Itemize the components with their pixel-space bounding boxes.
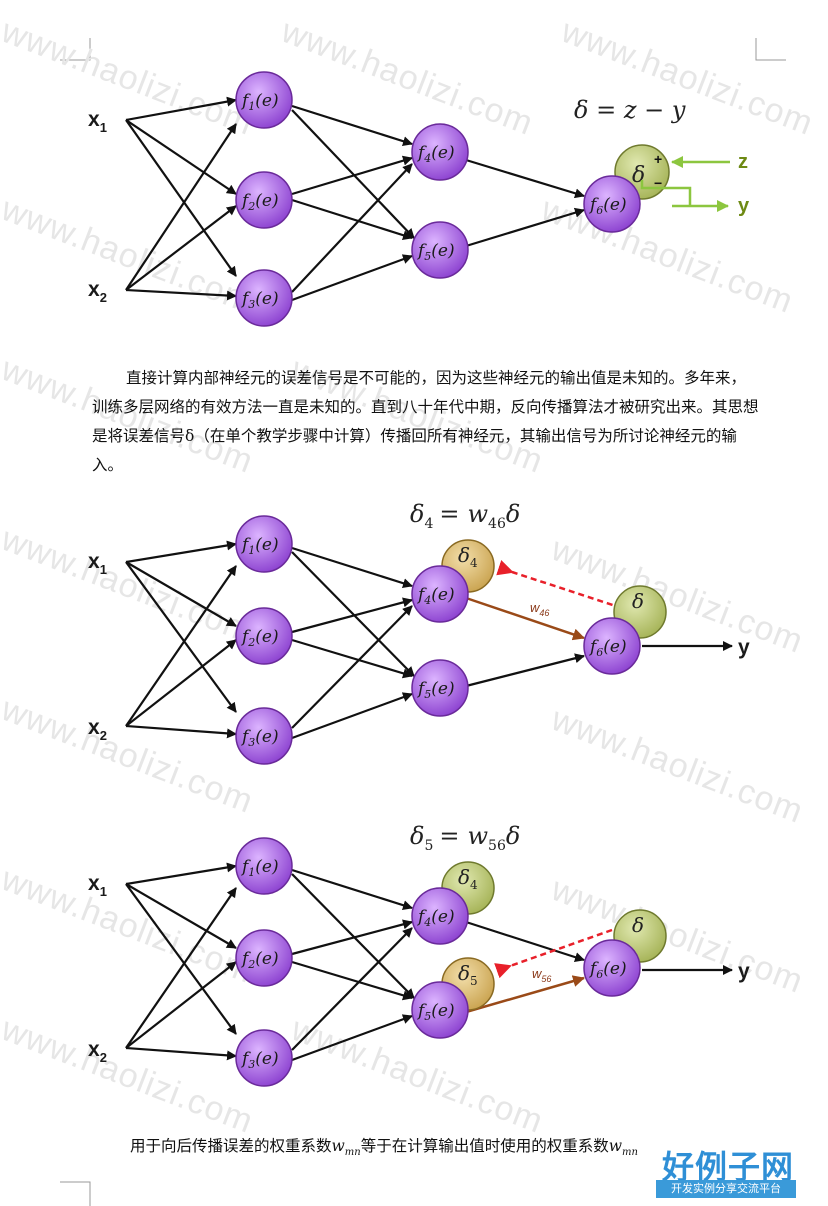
svg-text:f1(e): f1(e) bbox=[240, 857, 279, 879]
svg-text:δ: δ bbox=[632, 913, 644, 937]
weight-label-w46: w46 bbox=[530, 600, 549, 618]
svg-text:x2: x2 bbox=[88, 716, 107, 743]
hidden-connections bbox=[291, 868, 415, 1062]
input-x1: x1 bbox=[88, 872, 107, 899]
svg-text:δ5: δ5 bbox=[458, 961, 478, 988]
input-x2: x2 bbox=[88, 278, 107, 305]
svg-text:f3(e): f3(e) bbox=[240, 727, 279, 749]
neuron-f3: f3(e) bbox=[235, 269, 293, 327]
body-paragraph: 直接计算内部神经元的误差信号是不可能的，因为这些神经元的输出值是未知的。多年来，… bbox=[92, 369, 759, 474]
target-arrows bbox=[640, 156, 730, 212]
neuron-f4: f4(e) bbox=[411, 123, 469, 181]
error-formula: δ = z − y bbox=[574, 96, 686, 124]
error-backprop-arrow bbox=[496, 560, 623, 610]
logo-tagline: 开发实例分享交流平台 bbox=[656, 1180, 796, 1198]
output-y-label: y bbox=[738, 960, 750, 983]
svg-text:f6(e): f6(e) bbox=[588, 637, 627, 659]
input-connections bbox=[125, 862, 237, 1061]
svg-text:f1(e): f1(e) bbox=[240, 535, 279, 557]
error-backprop-arrow bbox=[494, 928, 613, 979]
neuron-f4: f4(e) bbox=[411, 887, 469, 945]
svg-text:f2(e): f2(e) bbox=[240, 949, 279, 971]
input-connections bbox=[125, 540, 237, 739]
hidden-connections bbox=[291, 546, 415, 740]
svg-text:f6(e): f6(e) bbox=[588, 195, 627, 217]
svg-text:δ4: δ4 bbox=[458, 865, 478, 892]
weight-arrow-w56 bbox=[465, 975, 585, 1014]
crop-mark-top-left bbox=[60, 38, 91, 61]
input-x1: x1 bbox=[88, 108, 107, 135]
crop-mark-bottom-left bbox=[60, 1181, 91, 1206]
svg-text:f2(e): f2(e) bbox=[240, 627, 279, 649]
neuron-f1: f1(e) bbox=[235, 515, 293, 573]
weight-arrow-w46 bbox=[465, 596, 585, 641]
neuron-f2: f2(e) bbox=[235, 607, 293, 665]
svg-text:x2: x2 bbox=[88, 1038, 107, 1065]
weight-label-w56: w56 bbox=[532, 966, 551, 984]
svg-text:f1(e): f1(e) bbox=[240, 91, 279, 113]
neurons: f1(e) f2(e) f3(e) f4(e) f5(e) f6(e) bbox=[235, 71, 641, 327]
svg-text:f4(e): f4(e) bbox=[416, 143, 455, 165]
svg-text:f3(e): f3(e) bbox=[240, 289, 279, 311]
network-diagram-3: w56 y δ5=w56δ x1 x2 δ4 δ5 δ f1(e) f2(e) f3(e)… bbox=[88, 822, 750, 1087]
input-x1: x1 bbox=[88, 550, 107, 577]
svg-text:f5(e): f5(e) bbox=[416, 679, 455, 701]
svg-text:f3(e): f3(e) bbox=[240, 1049, 279, 1071]
svg-text:δ4: δ4 bbox=[458, 543, 478, 570]
minus-sign: − bbox=[654, 175, 662, 191]
crop-mark-top-right bbox=[755, 38, 786, 61]
output-y-label: y bbox=[738, 195, 750, 217]
neurons: δ4 δ f1(e) f2(e) f3(e) f4(e) f5(e) f6(e) bbox=[235, 515, 667, 765]
neuron-f2: f2(e) bbox=[235, 171, 293, 229]
logo-text: 好例子网 bbox=[661, 1148, 794, 1186]
network-diagram-1: δ + − z y δ = z − y x1 x2 f1(e) f2(e) f3(e… bbox=[88, 71, 750, 327]
caption-text: 用于向后传播误差的权重系数wmn等于在计算输出值时使用的权重系数wmn bbox=[130, 1137, 638, 1159]
neuron-f5: f5(e) bbox=[411, 659, 469, 717]
svg-text:x1: x1 bbox=[88, 108, 107, 135]
neuron-f1: f1(e) bbox=[235, 71, 293, 129]
svg-text:x1: x1 bbox=[88, 550, 107, 577]
output-y-label: y bbox=[738, 636, 750, 659]
neuron-f6: f6(e) bbox=[583, 175, 641, 233]
delta5-formula: δ5=w56δ bbox=[410, 822, 520, 854]
site-logo: 好例子网 开发实例分享交流平台 bbox=[656, 1142, 796, 1198]
neuron-f2: f2(e) bbox=[235, 929, 293, 987]
error-symbol: δ bbox=[632, 163, 645, 188]
svg-text:x2: x2 bbox=[88, 278, 107, 305]
neurons: δ4 δ5 δ f1(e) f2(e) f3(e) f4(e) f5(e) f6(e) bbox=[235, 837, 667, 1087]
hidden-connections bbox=[291, 104, 415, 302]
svg-text:f2(e): f2(e) bbox=[240, 191, 279, 213]
neuron-f6: f6(e) bbox=[583, 617, 641, 675]
neuron-f5: f5(e) bbox=[411, 221, 469, 279]
output-connections bbox=[465, 158, 585, 248]
neuron-f1: f1(e) bbox=[235, 837, 293, 895]
svg-text:f5(e): f5(e) bbox=[416, 241, 455, 263]
svg-text:f6(e): f6(e) bbox=[588, 959, 627, 981]
svg-text:f5(e): f5(e) bbox=[416, 1001, 455, 1023]
neuron-f5: f5(e) bbox=[411, 981, 469, 1039]
neuron-f3: f3(e) bbox=[235, 1029, 293, 1087]
delta4-formula: δ4=w46δ bbox=[410, 500, 520, 532]
neuron-f4: f4(e) bbox=[411, 565, 469, 623]
target-z-label: z bbox=[738, 151, 748, 173]
network-diagram-2: w46 y δ4=w46δ x1 x2 δ4 δ f1(e) f2(e) f3(e) f4… bbox=[88, 500, 750, 765]
input-x2: x2 bbox=[88, 1038, 107, 1065]
svg-text:f4(e): f4(e) bbox=[416, 907, 455, 929]
input-connections bbox=[125, 96, 237, 301]
neuron-f6: f6(e) bbox=[583, 939, 641, 997]
neuron-f3: f3(e) bbox=[235, 707, 293, 765]
svg-text:δ: δ bbox=[632, 589, 644, 613]
plus-sign: + bbox=[654, 151, 662, 167]
svg-text:f4(e): f4(e) bbox=[416, 585, 455, 607]
output-connections bbox=[465, 920, 733, 975]
output-connections bbox=[465, 641, 733, 688]
svg-text:x1: x1 bbox=[88, 872, 107, 899]
input-x2: x2 bbox=[88, 716, 107, 743]
